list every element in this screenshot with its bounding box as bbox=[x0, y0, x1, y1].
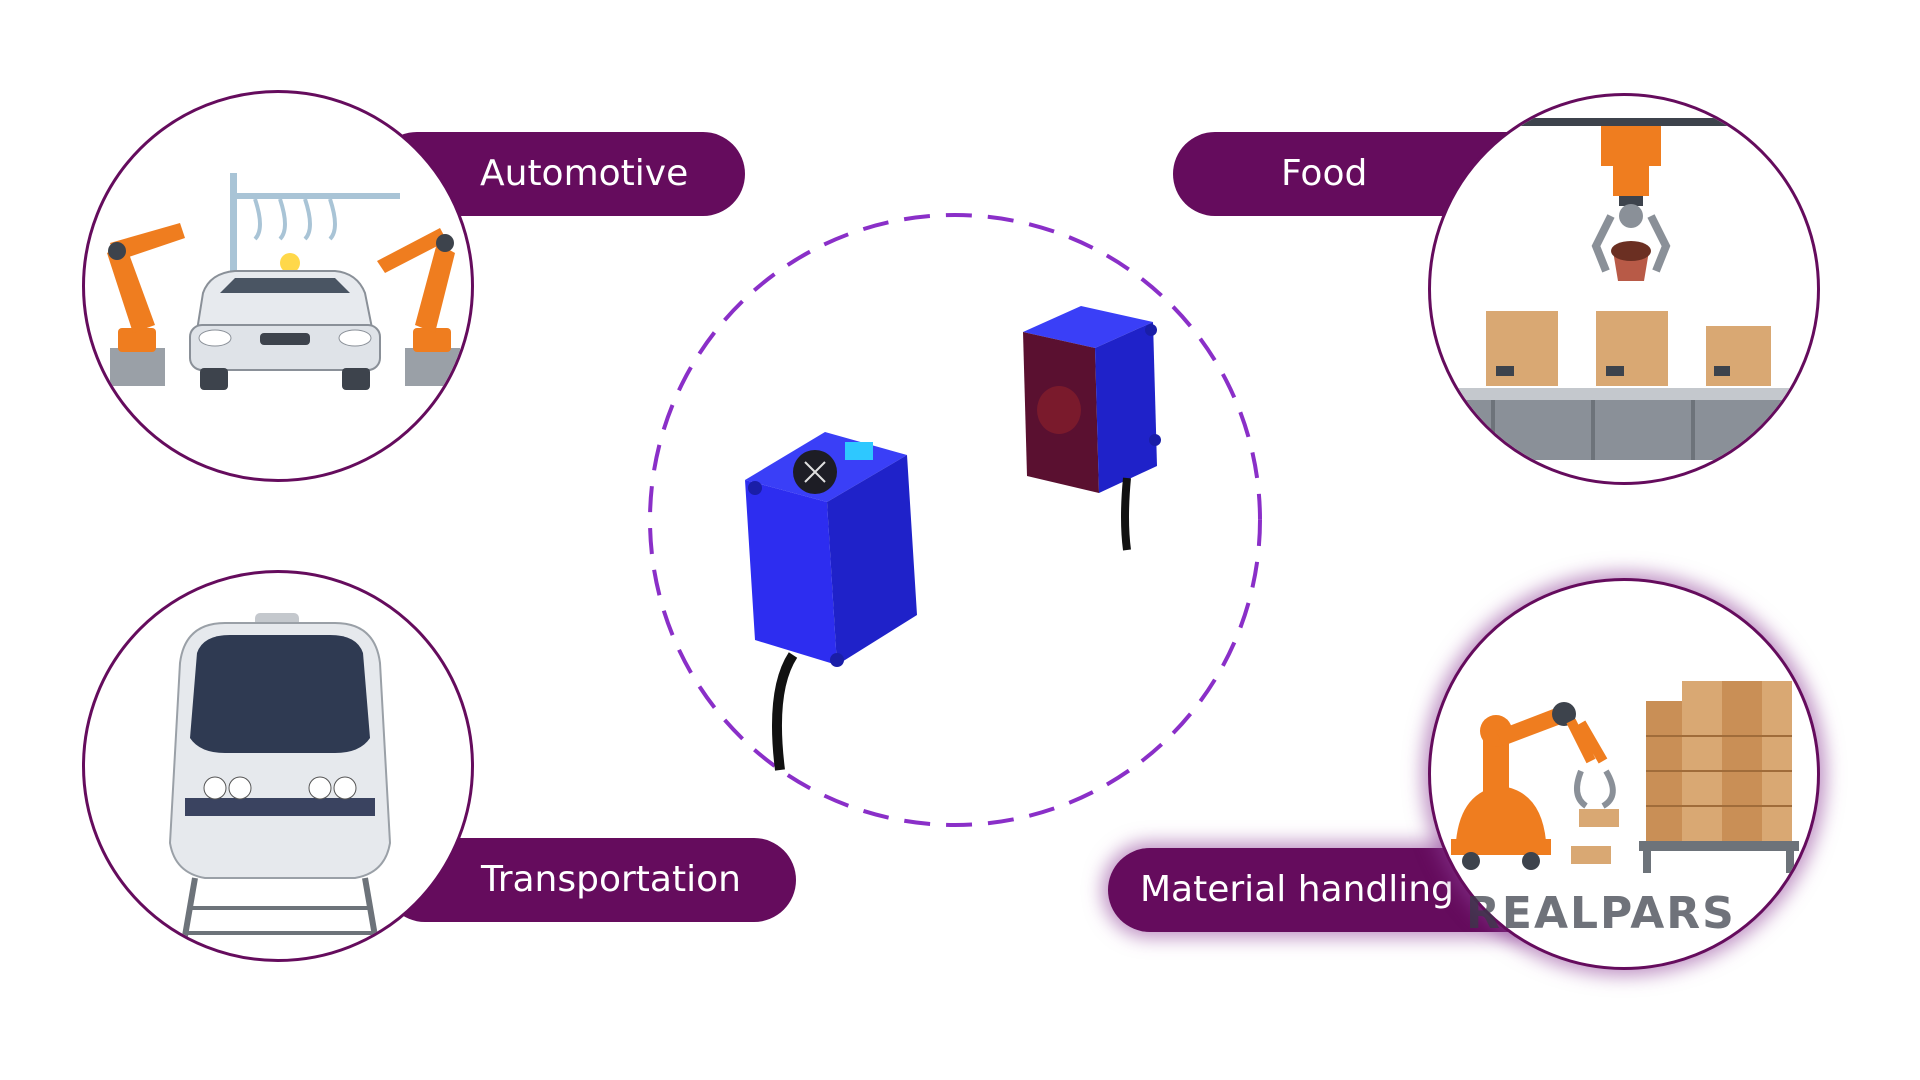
material-handling-label: Material handling bbox=[1140, 869, 1454, 910]
robot-arm-boxes-icon bbox=[1451, 681, 1799, 873]
sensor-receiver bbox=[1023, 306, 1161, 551]
train-icon bbox=[168, 613, 392, 959]
sensor-transmitter bbox=[745, 432, 917, 771]
food-circle bbox=[1428, 93, 1820, 485]
car-assembly-robots-icon bbox=[107, 173, 460, 390]
automotive-label: Automotive bbox=[480, 153, 689, 194]
food-label: Food bbox=[1281, 153, 1368, 194]
food-packaging-robot-icon bbox=[1451, 118, 1811, 460]
photoelectric-sensor-pair-icon bbox=[648, 213, 1262, 827]
material-handling-circle bbox=[1428, 578, 1820, 970]
transportation-circle bbox=[82, 570, 474, 962]
automotive-circle bbox=[82, 90, 474, 482]
realpars-watermark: REALPARS bbox=[1466, 888, 1736, 939]
transportation-label: Transportation bbox=[481, 859, 741, 900]
